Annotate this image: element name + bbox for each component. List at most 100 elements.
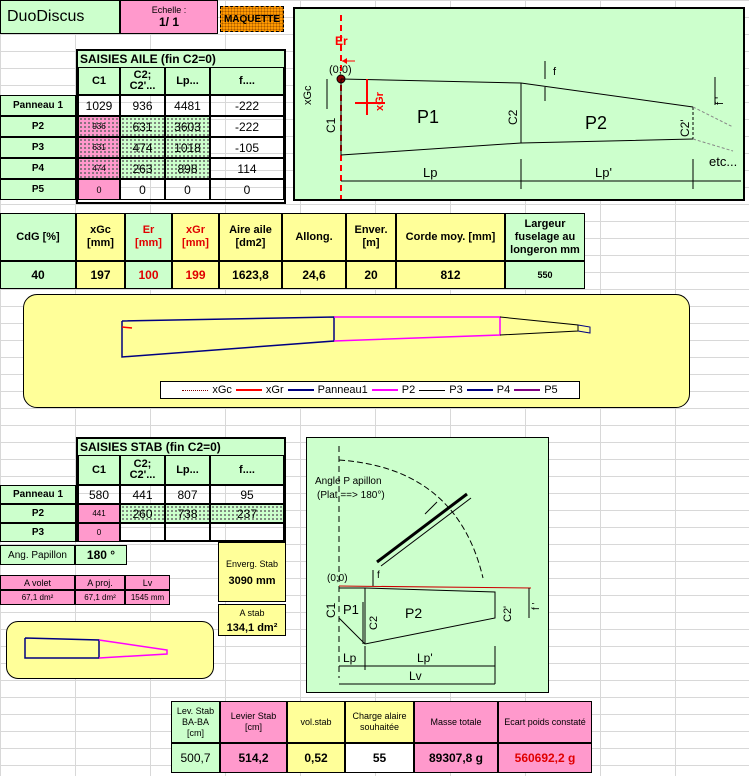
- echelle-cell[interactable]: Echelle : 1/ 1: [120, 0, 218, 34]
- summary-header-7: Corde moy. [mm]: [396, 213, 505, 261]
- wing-cell-c2[interactable]: 263: [120, 158, 165, 179]
- wing-cell-c2[interactable]: 474: [120, 137, 165, 158]
- summary-value-8[interactable]: 550: [505, 261, 585, 289]
- maquette-button[interactable]: MAQUETTE: [220, 6, 284, 32]
- wing-cell-f[interactable]: -222: [210, 116, 284, 137]
- stab-header-2: Lp...: [165, 455, 210, 485]
- wing-cell-c1[interactable]: 936: [78, 116, 120, 137]
- wing-cell-f[interactable]: -105: [210, 137, 284, 158]
- stab-header-0: C1: [78, 455, 120, 485]
- wing-cell-lp[interactable]: 898: [165, 158, 210, 179]
- summary-header-2: Er [mm]: [125, 213, 172, 261]
- stab-cell-f[interactable]: 237: [210, 504, 284, 523]
- wing-cell-c2[interactable]: 936: [120, 95, 165, 116]
- legend-p5: P5: [544, 384, 558, 396]
- enverg-stab-value: 3090 mm: [228, 575, 276, 587]
- echelle-value: 1/ 1: [158, 15, 179, 29]
- wing-cell-lp[interactable]: 1018: [165, 137, 210, 158]
- wing-cell-lp[interactable]: 4481: [165, 95, 210, 116]
- wing-table-frame: [76, 49, 286, 204]
- summary-value-0[interactable]: 40: [0, 261, 76, 289]
- p2-label: P2: [585, 113, 607, 133]
- stab-fp-label: f ': [531, 602, 542, 610]
- stab-cell-c1[interactable]: 441: [78, 504, 120, 523]
- summary-header-3: xGr [mm]: [172, 213, 219, 261]
- summary-header-6: Enver. [m]: [346, 213, 396, 261]
- a-proj-label: A proj.: [75, 575, 125, 590]
- p1-label: P1: [417, 107, 439, 127]
- lpp-label: Lp': [595, 165, 612, 180]
- stab-cell-lp[interactable]: [165, 523, 210, 542]
- bottom-value-3[interactable]: 55: [345, 743, 414, 773]
- wing-cell-c1[interactable]: 0: [78, 179, 120, 200]
- bottom-value-2[interactable]: 0,52: [287, 743, 345, 773]
- papillon-label: Ang. Papillon: [0, 545, 75, 565]
- wing-cell-c2[interactable]: 0: [120, 179, 165, 200]
- origin-label: (0;0): [329, 64, 352, 76]
- echelle-label: Echelle :: [151, 5, 187, 15]
- wing-header-1: C2; C2'...: [120, 67, 165, 95]
- c2-label: C2: [506, 109, 520, 125]
- bottom-value-5[interactable]: 560692,2 g: [498, 743, 592, 773]
- bottom-header-4: Masse totale: [414, 701, 498, 743]
- wing-row-label: P3: [0, 137, 76, 158]
- stab-cell-c2[interactable]: 441: [120, 485, 165, 504]
- f-label: f: [553, 66, 557, 78]
- stab-cell-c2[interactable]: 260: [120, 504, 165, 523]
- stab-cell-c2[interactable]: [120, 523, 165, 542]
- stab-chart: [6, 621, 214, 679]
- bottom-value-1[interactable]: 514,2: [220, 743, 287, 773]
- summary-value-1[interactable]: 197: [76, 261, 125, 289]
- stab-lp-label: Lp: [343, 651, 357, 665]
- legend-p2: P2: [401, 384, 416, 396]
- stab-cell-lp[interactable]: 807: [165, 485, 210, 504]
- wing-cell-lp[interactable]: 0: [165, 179, 210, 200]
- wing-row-label: P4: [0, 158, 76, 179]
- stab-lv-label: Lv: [409, 669, 422, 683]
- summary-value-2[interactable]: 100: [125, 261, 172, 289]
- legend-swatch-p5: [514, 389, 541, 391]
- legend-swatch-xgc: [182, 389, 209, 391]
- a-proj-value: 67,1 dm²: [75, 590, 125, 605]
- summary-header-8: Largeur fuselage au longeron mm: [505, 213, 585, 261]
- wing-cell-c1[interactable]: 474: [78, 158, 120, 179]
- er-label: Er: [335, 34, 348, 48]
- stab-f-label: f: [377, 570, 380, 581]
- xgc-label: xGc: [302, 85, 314, 105]
- stab-table-title: SAISIES STAB (fin C2=0): [78, 439, 284, 455]
- legend-swatch-p3: [419, 389, 446, 391]
- wing-row-label: P2: [0, 116, 76, 137]
- wing-chart: xGc xGr Panneau1 P2 P3 P4 P5: [23, 294, 690, 408]
- stab-cell-c1[interactable]: 580: [78, 485, 120, 504]
- stab-cell-f[interactable]: 95: [210, 485, 284, 504]
- wing-cell-lp[interactable]: 3603: [165, 116, 210, 137]
- papillon-value[interactable]: 180 °: [75, 545, 127, 565]
- stab-lpp-label: Lp': [417, 651, 433, 665]
- a-stab-value: 134,1 dm²: [226, 622, 278, 634]
- summary-value-4[interactable]: 1623,8: [219, 261, 282, 289]
- stab-cell-c1[interactable]: 0: [78, 523, 120, 542]
- stab-cell-lp[interactable]: 738: [165, 504, 210, 523]
- bottom-value-0[interactable]: 500,7: [171, 743, 220, 773]
- stab-p1-label: P1: [343, 602, 359, 617]
- bottom-header-0: Lev. Stab BA-BA [cm]: [171, 701, 220, 743]
- wing-cell-c2[interactable]: 631: [120, 116, 165, 137]
- stab-diagram: Angle P apillon (Plat ==> 180°) (0;0) C1…: [306, 437, 549, 693]
- wing-cell-c1[interactable]: 1029: [78, 95, 120, 116]
- wing-diagram: Er (0;0) xGc xGr C1 C2 C2' P1 P2 f f ' e…: [293, 7, 745, 201]
- summary-value-3[interactable]: 199: [172, 261, 219, 289]
- summary-value-7[interactable]: 812: [396, 261, 505, 289]
- wing-cell-c1[interactable]: 631: [78, 137, 120, 158]
- a-volet-value: 67,1 dm²: [0, 590, 75, 605]
- summary-header-5: Allong.: [282, 213, 346, 261]
- summary-value-5[interactable]: 24,6: [282, 261, 346, 289]
- bottom-value-4[interactable]: 89307,8 g: [414, 743, 498, 773]
- summary-value-6[interactable]: 20: [346, 261, 396, 289]
- wing-cell-f[interactable]: -222: [210, 95, 284, 116]
- stab-cell-f[interactable]: [210, 523, 284, 542]
- lp-label: Lp: [423, 165, 437, 180]
- stab-origin-label: (0;0): [327, 573, 348, 584]
- wing-cell-f[interactable]: 114: [210, 158, 284, 179]
- chart-legend: xGc xGr Panneau1 P2 P3 P4 P5: [160, 381, 580, 399]
- wing-cell-f[interactable]: 0: [210, 179, 284, 200]
